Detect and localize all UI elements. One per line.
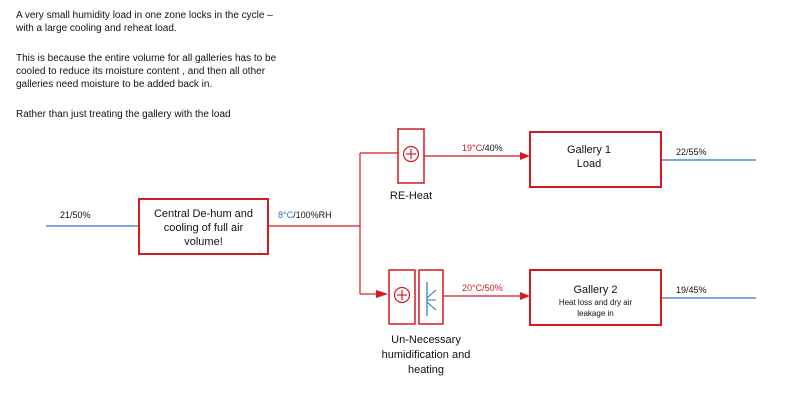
humidifier-unit	[418, 269, 444, 325]
humidifier-spray-icon	[426, 289, 437, 299]
intro-paragraph-2: This is because the entire volume for al…	[16, 52, 276, 91]
gallery-2-exhaust-label: 19/45%	[676, 285, 707, 295]
gallery-1-exhaust-label: 22/55%	[676, 147, 707, 157]
gallery-1-subtitle: Load	[576, 158, 602, 170]
humidifier-spray-icon	[426, 301, 437, 311]
reheat-caption: RE-Heat	[389, 190, 433, 202]
central-line: volume!	[184, 236, 223, 248]
supply-temp: 8°C	[278, 210, 294, 220]
gallery-2-box	[529, 269, 662, 326]
supply-label: 8°C/100%RH	[278, 210, 332, 220]
arrow-head	[520, 292, 530, 300]
central-dehum-unit	[138, 198, 269, 255]
humidifier-output-label: 20°C/50%	[462, 283, 503, 293]
intro-line: galleries need moisture to be added back…	[16, 79, 213, 90]
intro-paragraph-3: Rather than just treating the gallery wi…	[16, 108, 231, 121]
heater-symbol-icon	[402, 145, 420, 163]
humidifier-caption-line: Un-Necessary	[391, 334, 461, 346]
intro-line: Rather than just treating the gallery wi…	[16, 109, 231, 120]
reheat-output-label: 19°C/40%	[462, 143, 503, 153]
heater-symbol-icon	[393, 286, 411, 304]
gallery-1-title: Gallery 1	[566, 144, 612, 156]
central-dehum-label: Central De-hum and cooling of full air v…	[138, 207, 269, 249]
intro-line: This is because the entire volume for al…	[16, 53, 277, 64]
gallery-2-note: Heat loss and dry air	[558, 298, 633, 307]
intro-line: cooled to reduce its moisture content , …	[16, 66, 266, 77]
lower-heater-coil	[388, 269, 416, 325]
reheat-rh: /40%	[482, 143, 503, 153]
gallery-2-note: leakage in	[577, 309, 614, 318]
inlet-label: 21/50%	[60, 210, 91, 220]
gallery-2-title: Gallery 2	[573, 284, 618, 296]
humidifier-caption: Un-Necessary humidification and heating	[366, 333, 486, 378]
humidifier-caption-line: heating	[407, 364, 445, 376]
humidifier-caption-line: humidification and	[381, 349, 471, 361]
arrow-head	[520, 152, 530, 160]
intro-line: A very small humidity load in one zone l…	[16, 10, 273, 21]
intro-paragraph-1: A very small humidity load in one zone l…	[16, 9, 273, 35]
reheat-temp: 19°C	[462, 143, 483, 153]
central-line: cooling of full air	[163, 222, 244, 234]
gallery-2-label: Gallery 2 Heat loss and dry air leakage …	[529, 283, 662, 319]
arrow-head	[376, 290, 388, 298]
gallery-1-box	[529, 131, 662, 188]
intro-line: with a large cooling and reheat load.	[16, 23, 177, 34]
central-line: Central De-hum and	[153, 208, 254, 220]
supply-rh: /100%RH	[293, 210, 332, 220]
gallery-1-label: Gallery 1 Load	[529, 143, 649, 171]
